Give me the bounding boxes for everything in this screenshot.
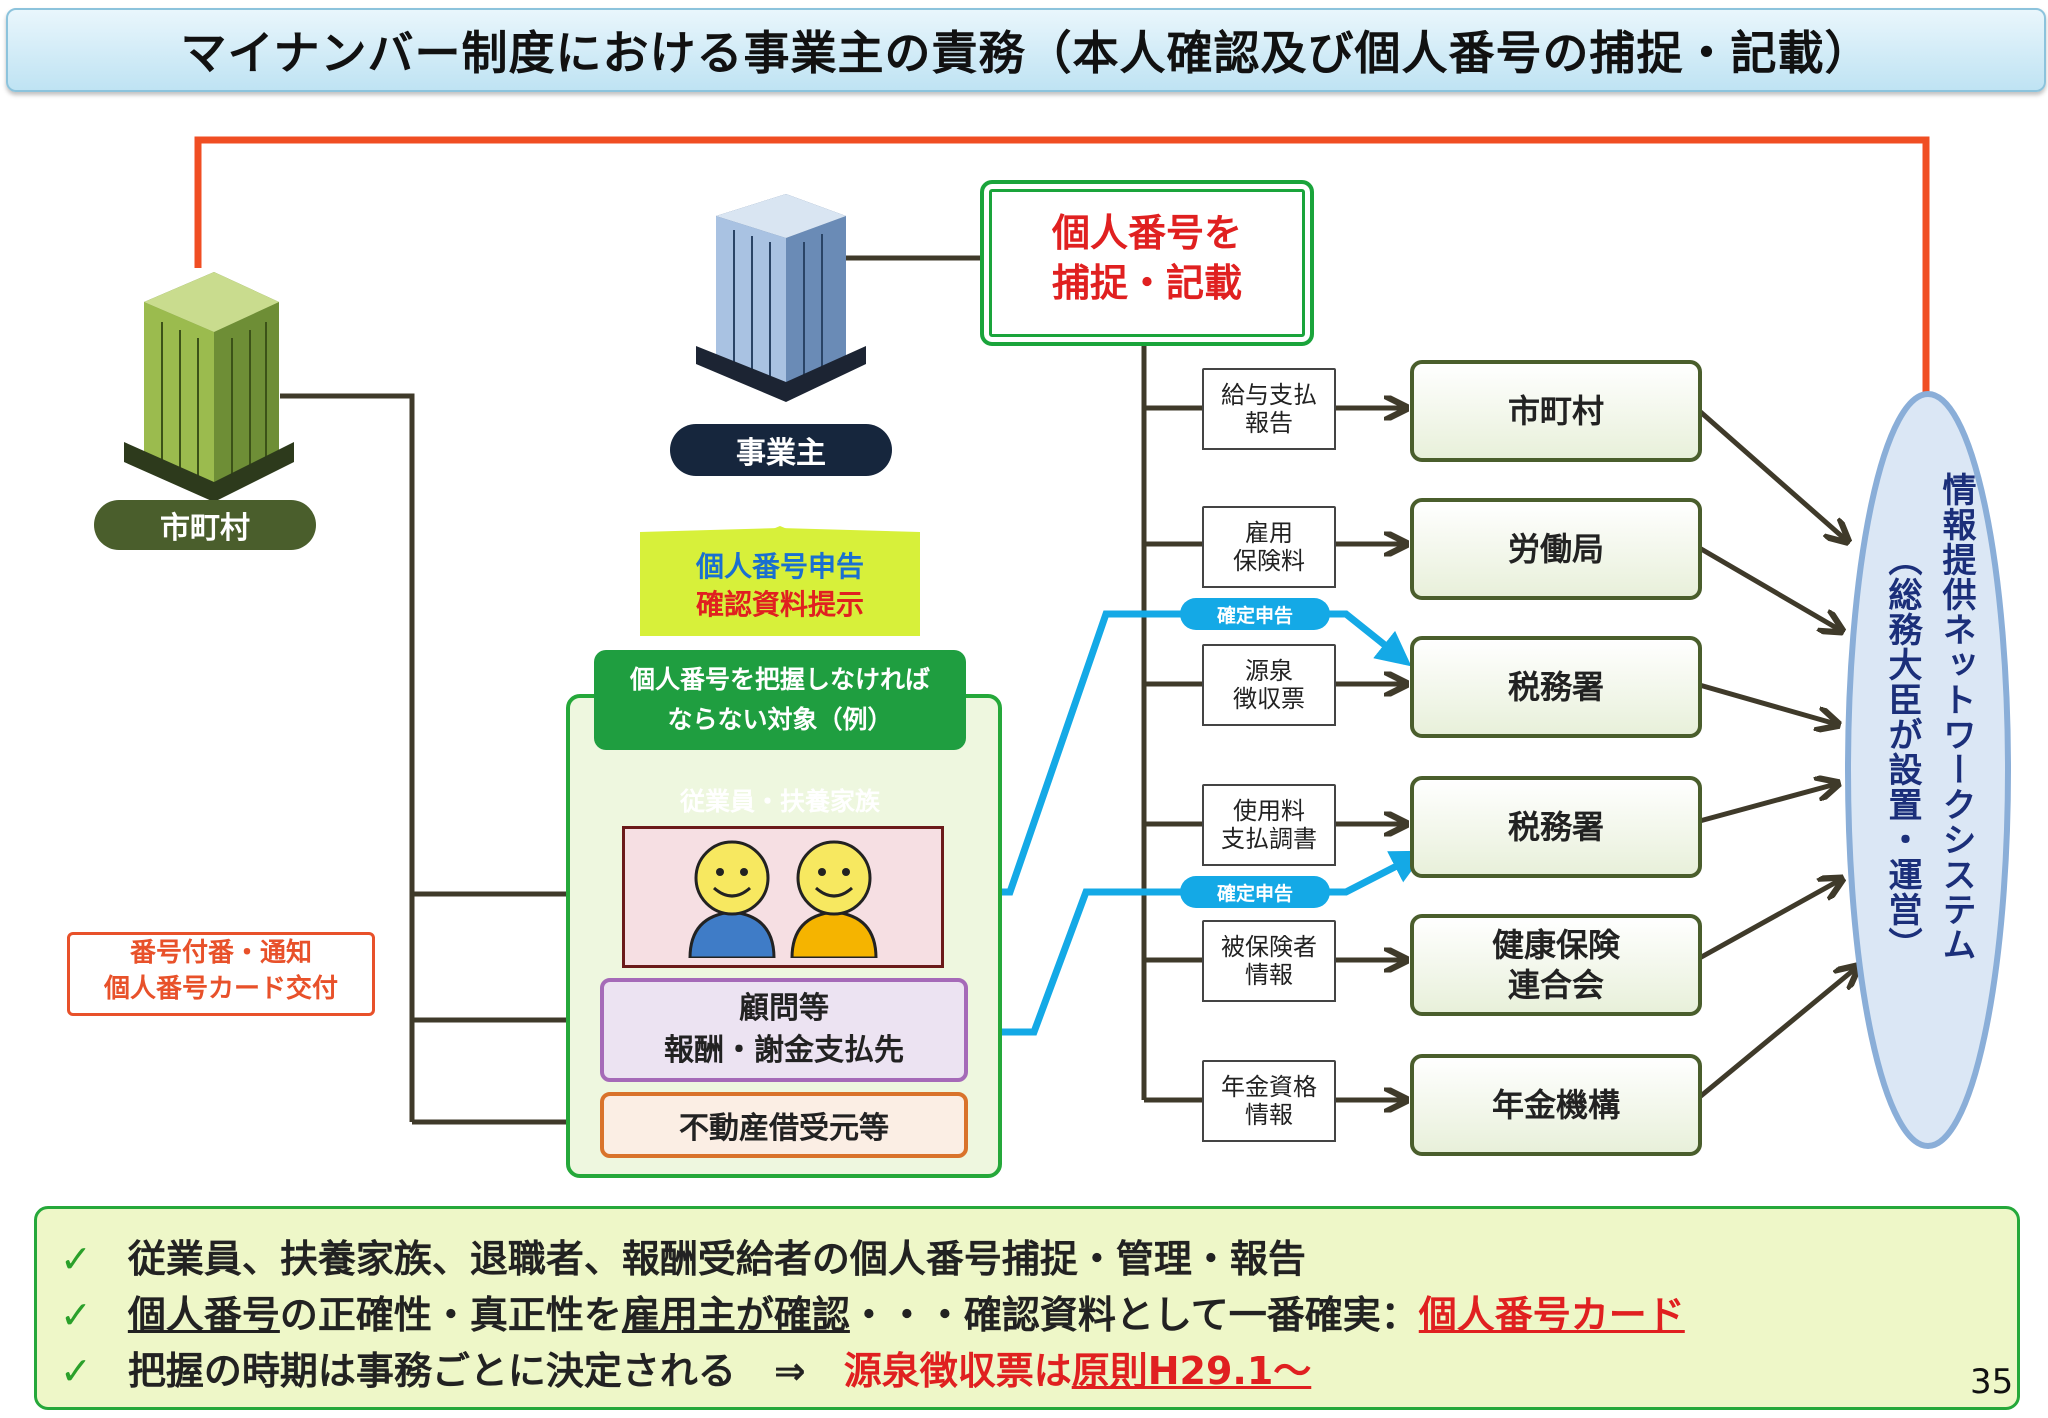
capture-text: 個人番号を 捕捉・記載	[980, 208, 1314, 308]
page-number: 35	[1970, 1362, 2014, 1402]
dest-health-insurance: 健康保険連合会	[1410, 914, 1702, 1016]
people-icon	[688, 840, 878, 958]
blue-arrow-2	[962, 850, 1427, 1036]
capture-box	[980, 180, 1314, 346]
advisor-line-1: 顧問等	[739, 991, 829, 1026]
doc-salary-report: 給与支払報告	[1202, 368, 1336, 450]
targets-heading: 個人番号を把握しなければ ならない対象（例）	[594, 650, 966, 750]
advisor-box: 顧問等 報酬・謝金支払先	[600, 978, 968, 1082]
blue-arrow-1	[940, 610, 1412, 896]
doc-royalty-statement: 使用料支払調書	[1202, 784, 1336, 866]
employer-building-icon	[696, 194, 866, 402]
dest-labor-bureau: 労働局	[1410, 498, 1702, 600]
notice-line-1: 番号付番・通知	[129, 938, 312, 968]
page-title: マイナンバー制度における事業主の責務（本人確認及び個人番号の捕捉・記載）	[6, 8, 2046, 92]
employer-label: 事業主	[670, 424, 892, 476]
upward-arrow-label: 個人番号申告 確認資料提示	[620, 548, 940, 624]
advisor-line-2: 報酬・謝金支払先	[664, 1033, 904, 1068]
municipality-building-icon	[124, 272, 294, 502]
targets-heading-line-1: 個人番号を把握しなければ	[629, 665, 930, 694]
summary-box	[34, 1206, 2020, 1410]
orange-connector-line	[194, 136, 1930, 400]
dest-municipality: 市町村	[1410, 360, 1702, 462]
capture-line-1: 個人番号を	[1051, 211, 1242, 255]
municipality-label: 市町村	[94, 500, 316, 550]
municipality-connector	[280, 393, 415, 1122]
doc-pension-info: 年金資格情報	[1202, 1060, 1336, 1142]
house-body	[622, 826, 944, 968]
summary-line-3: ✓把握の時期は事務ごとに決定される ⇒ 源泉徴収票は原則H29.1～	[60, 1349, 1312, 1393]
targets-heading-line-2: ならない対象（例）	[667, 705, 893, 734]
doc-withholding-slip: 源泉徴収票	[1202, 644, 1336, 726]
notice-line-2: 個人番号カード交付	[103, 974, 338, 1004]
tag-kakutei-1: 確定申告	[1180, 598, 1330, 630]
dest-tax-office-1: 税務署	[1410, 636, 1702, 738]
tag-kakutei-2: 確定申告	[1180, 876, 1330, 908]
dest-pension-org: 年金機構	[1410, 1054, 1702, 1156]
network-main-text: 情報提供ネットワークシステム	[1936, 472, 1976, 962]
doc-employment-insurance: 雇用保険料	[1202, 506, 1336, 588]
arrow-line-2: 確認資料提示	[695, 588, 864, 621]
dest-tax-office-2: 税務署	[1410, 776, 1702, 878]
summary-line-1: ✓従業員、扶養家族、退職者、報酬受給者の個人番号捕捉・管理・報告	[60, 1237, 1306, 1281]
notice-box: 番号付番・通知 個人番号カード交付	[67, 932, 375, 1016]
arrow-line-1: 個人番号申告	[695, 550, 864, 583]
network-sub-text: （総務大臣が設置・運営）	[1882, 542, 1922, 962]
doc-insured-info: 被保険者情報	[1202, 920, 1336, 1002]
realestate-box: 不動産借受元等	[600, 1092, 968, 1158]
network-ellipse	[1845, 391, 2011, 1149]
house-label: 従業員・扶養家族	[679, 787, 880, 816]
summary-line-2: ✓個人番号の正確性・真正性を雇用主が確認・・・確認資料として一番確実：個人番号カ…	[60, 1293, 1685, 1337]
capture-line-2: 捕捉・記載	[1051, 261, 1242, 305]
